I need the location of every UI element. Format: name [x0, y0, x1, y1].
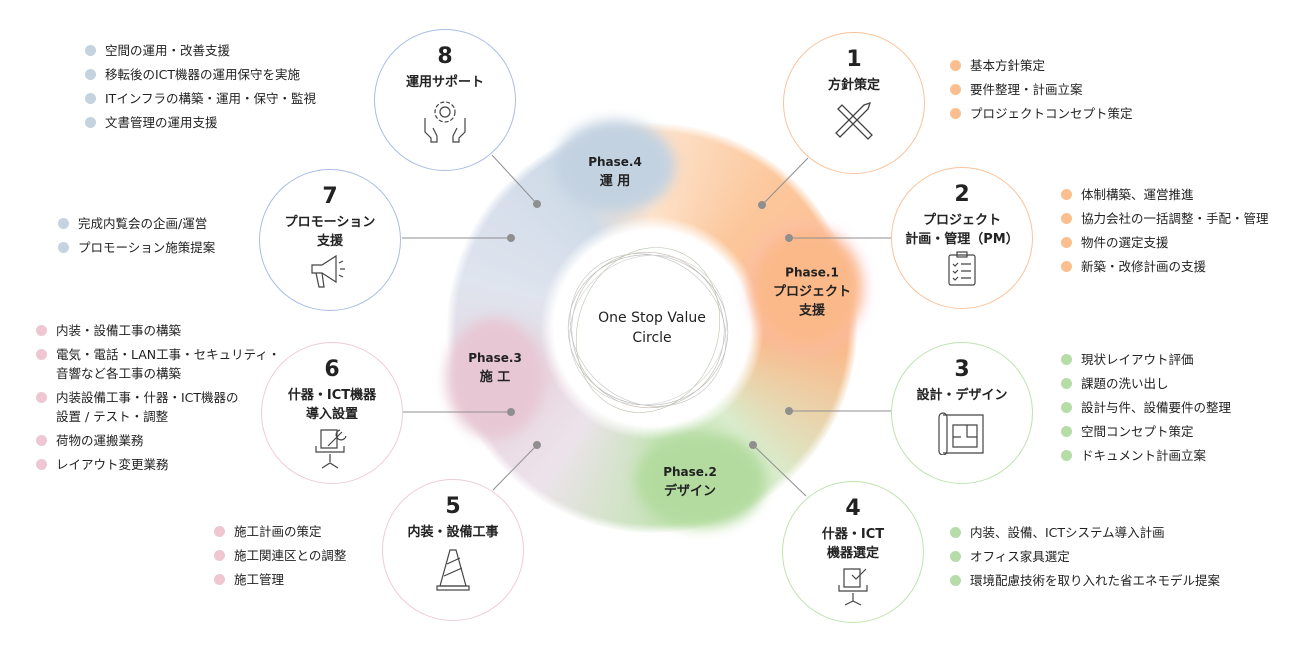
list-item: 内装、設備、ICTシステム導入計画 [950, 523, 1220, 542]
phase4-blob [555, 120, 675, 212]
megaphone-icon [311, 254, 345, 288]
phase2-blob [636, 432, 766, 528]
list-item: 現状レイアウト評価 [1061, 350, 1231, 369]
step-8-list: 空間の運用・改善支援移転後のICT機器の運用保守を実施 ITインフラの構築・運用・… [85, 41, 316, 137]
phase3-blob [446, 318, 544, 438]
floor-plan-icon [938, 412, 984, 455]
connector-8 [491, 154, 538, 205]
hands-gear-icon [424, 101, 466, 143]
list-item: 荷物の運搬業務 [36, 431, 280, 450]
list-item: 施工管理 [214, 570, 346, 589]
step-6-list: 内装・設備工事の構築電気・電話・LAN工事・セキュリティ・ 音響など各工事の構築… [36, 321, 280, 479]
center-wave-graphic [567, 247, 729, 413]
list-item: オフィス家具選定 [950, 547, 1220, 566]
list-item: 協力会社の一括調整・手配・管理 [1061, 209, 1269, 228]
list-item: ITインフラの構築・運用・保守・監視 [85, 89, 316, 108]
list-item: 空間の運用・改善支援 [85, 41, 316, 60]
traffic-cone-icon [436, 549, 470, 591]
list-item: 体制構築、運営推進 [1061, 185, 1269, 204]
step-5-list: 施工計画の策定施工関連区との調整施工管理 [214, 522, 346, 594]
list-item: 文書管理の運用支援 [85, 113, 316, 132]
step-7-list: 完成内覧会の企画/運営プロモーション施策提案 [58, 214, 215, 262]
list-item: プロモーション施策提案 [58, 238, 215, 257]
chair-check-icon [838, 568, 868, 606]
clipboard-checklist-icon [948, 251, 976, 286]
phase1-blob [752, 228, 862, 348]
list-item: 物件の選定支援 [1061, 233, 1269, 252]
list-item: 課題の洗い出し [1061, 374, 1231, 393]
step-1-list: 基本方針策定要件整理・計画立案プロジェクトコンセプト策定 [950, 56, 1133, 128]
list-item: 内装設備工事・什器・ICT機器の 設置 / テスト・調整 [36, 388, 280, 426]
list-item: 内装・設備工事の構築 [36, 321, 280, 340]
list-item: レイアウト変更業務 [36, 455, 280, 474]
list-item: 施工計画の策定 [214, 522, 346, 541]
list-item: 基本方針策定 [950, 56, 1133, 75]
list-item: 空間コンセプト策定 [1061, 422, 1231, 441]
list-item: プロジェクトコンセプト策定 [950, 104, 1133, 123]
list-item: ドキュメント計画立案 [1061, 446, 1231, 465]
connector-4 [752, 444, 807, 497]
step-2-list: 体制構築、運営推進協力会社の一括調整・手配・管理物件の選定支援新築・改修計画の支… [1061, 185, 1269, 281]
list-item: 移転後のICT機器の運用保守を実施 [85, 65, 316, 84]
list-item: 設計与件、設備要件の整理 [1061, 398, 1231, 417]
chair-wrench-icon [315, 429, 347, 469]
list-item: 要件整理・計画立案 [950, 80, 1133, 99]
list-item: 電気・電話・LAN工事・セキュリティ・ 音響など各工事の構築 [36, 345, 280, 383]
step-3-list: 現状レイアウト評価課題の洗い出し設計与件、設備要件の整理空間コンセプト策定ドキュ… [1061, 350, 1231, 470]
list-item: 新築・改修計画の支援 [1061, 257, 1269, 276]
connector-5 [492, 444, 538, 491]
center-title: One Stop Value Circle [598, 310, 706, 346]
pencil-ruler-icon [835, 101, 873, 140]
step-4-list: 内装、設備、ICTシステム導入計画オフィス家具選定環境配慮技術を取り入れた省エネ… [950, 523, 1220, 595]
list-item: 環境配慮技術を取り入れた省エネモデル提案 [950, 571, 1220, 590]
list-item: 施工関連区との調整 [214, 546, 346, 565]
list-item: 完成内覧会の企画/運営 [58, 214, 215, 233]
connector-1 [761, 157, 809, 206]
